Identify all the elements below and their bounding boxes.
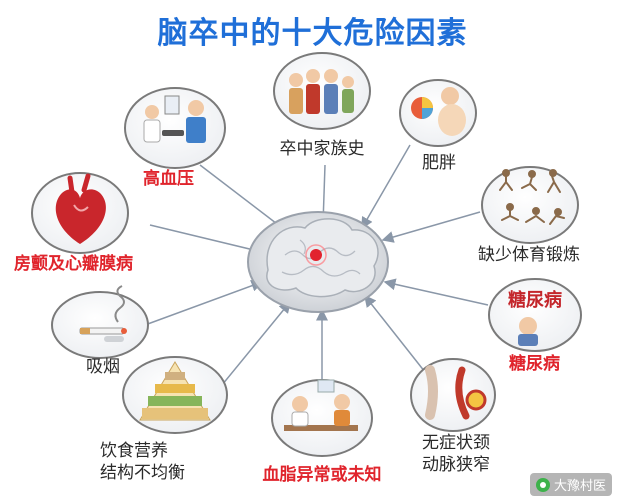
label-carotid-stenosis: 无症状颈 动脉狭窄 (422, 432, 490, 476)
arrow-smoking (145, 282, 262, 325)
label-diet-line1: 饮食营养 (100, 440, 185, 462)
label-obesity: 肥胖 (422, 152, 456, 174)
label-carotid-stenosis-line1: 无症状颈 (422, 432, 490, 454)
label-dyslipidemia: 血脂异常或未知 (263, 464, 382, 486)
cigarette-icon (52, 286, 148, 358)
watermark: 大豫村医 (530, 473, 612, 496)
label-atrial-fibrillation: 房颤及心瓣膜病 (14, 253, 133, 275)
diabetes-image-text: 糖尿病 (508, 289, 562, 311)
label-diet-line2: 结构不均衡 (100, 462, 185, 484)
arrow-diet (222, 302, 290, 385)
arrow-hypertension (200, 165, 285, 230)
arrow-atrial-fibrillation (150, 225, 262, 252)
family-icon (274, 53, 370, 129)
food-pyramid-icon (123, 357, 227, 433)
exercise-icon (482, 167, 578, 243)
label-carotid-stenosis-line2: 动脉狭窄 (422, 454, 490, 476)
obese-person-icon (400, 80, 476, 146)
label-smoking: 吸烟 (86, 356, 120, 378)
label-lack-exercise: 缺少体育锻炼 (478, 244, 580, 266)
diabetes-icon: 糖尿病 (489, 279, 581, 351)
arrow-lack-exercise (383, 212, 480, 240)
heart-icon (32, 173, 128, 253)
label-diabetes: 糖尿病 (509, 353, 560, 375)
carotid-artery-icon (411, 359, 495, 431)
label-family-history: 卒中家族史 (280, 138, 365, 160)
doctor-consultation-icon (272, 380, 372, 456)
arrow-diabetes (385, 282, 488, 305)
label-diet: 饮食营养 结构不均衡 (100, 440, 185, 484)
watermark-text: 大豫村医 (554, 475, 606, 494)
brain-icon (248, 212, 388, 312)
wechat-icon (536, 478, 550, 492)
arrow-obesity (362, 145, 410, 228)
arrow-carotid-stenosis (365, 296, 425, 372)
blood-pressure-icon (125, 88, 225, 168)
label-hypertension: 高血压 (143, 168, 194, 190)
